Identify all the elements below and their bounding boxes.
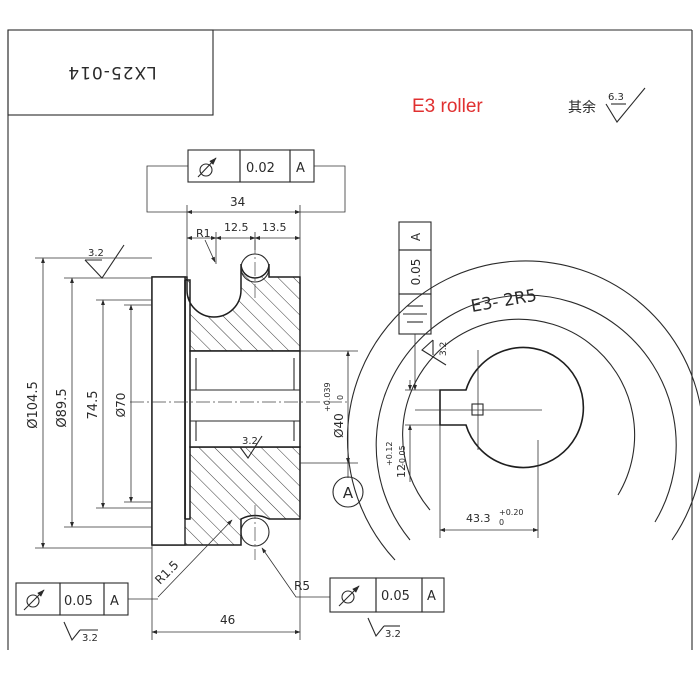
bottom-right-tolerance-datum: A	[427, 589, 436, 604]
roughness-left-face: 3.2	[84, 244, 125, 279]
dimension-dia-70: Ø70	[114, 304, 152, 503]
keyway-tolerance-datum: A	[409, 232, 423, 241]
dimension-groove: 12.5 13.5 R1	[186, 221, 301, 264]
width-46-text: 46	[220, 613, 235, 627]
r5-text: R5	[294, 579, 310, 593]
keyway-tolerance-value: 0.05	[409, 259, 423, 286]
surface-finish-remaining: 其余 6.3	[568, 87, 646, 123]
roughness-bottom-right-text: 3.2	[385, 629, 401, 640]
dimension-dia-104-5: Ø104.5	[26, 257, 152, 549]
bottom-left-tolerance-value: 0.05	[64, 594, 93, 609]
bottom-right-tolerance-value: 0.05	[381, 589, 410, 604]
width-overall-text: 34	[230, 195, 245, 209]
dia-70-text: Ø70	[114, 393, 128, 418]
top-tolerance-value: 0.02	[246, 161, 275, 176]
dia-104-5-text: Ø104.5	[26, 381, 41, 428]
bore-tol-lower-text: 0	[336, 395, 345, 400]
r1-text: R1	[196, 227, 211, 240]
side-view-label: E3- 2R5	[469, 286, 538, 317]
roughness-left-face-text: 3.2	[88, 248, 104, 259]
dim-74-5-text: 74.5	[86, 391, 101, 420]
symmetry-icon	[403, 305, 427, 323]
tolerance-frame-bottom-right: 0.05 A 3.2	[329, 577, 445, 640]
title-block: LX25-014	[7, 29, 214, 116]
surface-finish-remaining-value: 6.3	[608, 92, 624, 103]
keyway-depth-tol-upper-text: +0.20	[499, 508, 524, 517]
bottom-left-tolerance-datum: A	[110, 594, 119, 609]
tolerance-frame-bottom-left: 0.05 A 3.2	[15, 582, 158, 644]
keyway-width-text: 12	[395, 464, 408, 478]
roughness-keyway: 3.2	[421, 339, 449, 366]
drawing-number: LX25-014	[67, 62, 156, 82]
section-hatch	[151, 263, 301, 546]
dimension-bore: Ø40 +0.039 0	[300, 350, 358, 464]
keyway-depth-text: 43.3	[466, 512, 491, 525]
top-tolerance-datum: A	[296, 161, 305, 176]
bore-opening	[189, 350, 301, 448]
surface-finish-remaining-label: 其余	[568, 99, 596, 116]
keyway-depth-tol-lower-text: 0	[499, 518, 504, 527]
groove-offset-text: 12.5	[224, 221, 249, 234]
datum-label: A	[343, 484, 354, 502]
roughness-bottom-left-text: 3.2	[82, 633, 98, 644]
dimension-keyway-width: 12 +0.12 -0.05	[385, 380, 440, 482]
roughness-bore-text: 3.2	[242, 436, 258, 447]
tolerance-frame-keyway: A 0.05	[398, 221, 432, 391]
keyway-width-tol-lower-text: -0.05	[398, 445, 407, 466]
dia-89-5-text: Ø89.5	[55, 388, 70, 427]
dimension-r5: R5	[261, 547, 330, 598]
dimension-dia-89-5: Ø89.5	[55, 277, 152, 528]
tolerance-frame-top: 0.02 A	[146, 149, 346, 213]
keyway-width-tol-upper-text: +0.12	[385, 441, 394, 466]
bore-text: Ø40	[332, 413, 346, 438]
dimension-width-46: 46	[151, 519, 301, 640]
side-view	[346, 260, 700, 561]
datum-a: A	[332, 463, 364, 508]
caption: E3 roller	[412, 96, 483, 117]
r1-5-text: R1.5	[152, 558, 181, 587]
groove-to-face-text: 13.5	[262, 221, 287, 234]
left-step	[151, 276, 186, 546]
roughness-bore: 3.2	[239, 435, 263, 459]
bore-tol-upper-text: +0.039	[323, 382, 332, 412]
bore-keyway-lines	[190, 358, 300, 441]
dimension-keyway-depth: 43.3 +0.20 0	[439, 425, 539, 538]
roughness-keyway-text: 3.2	[439, 342, 449, 356]
dimension-width-overall: 34	[186, 195, 301, 277]
drawing-border	[7, 29, 693, 650]
dimension-74-5: 74.5	[86, 299, 152, 509]
